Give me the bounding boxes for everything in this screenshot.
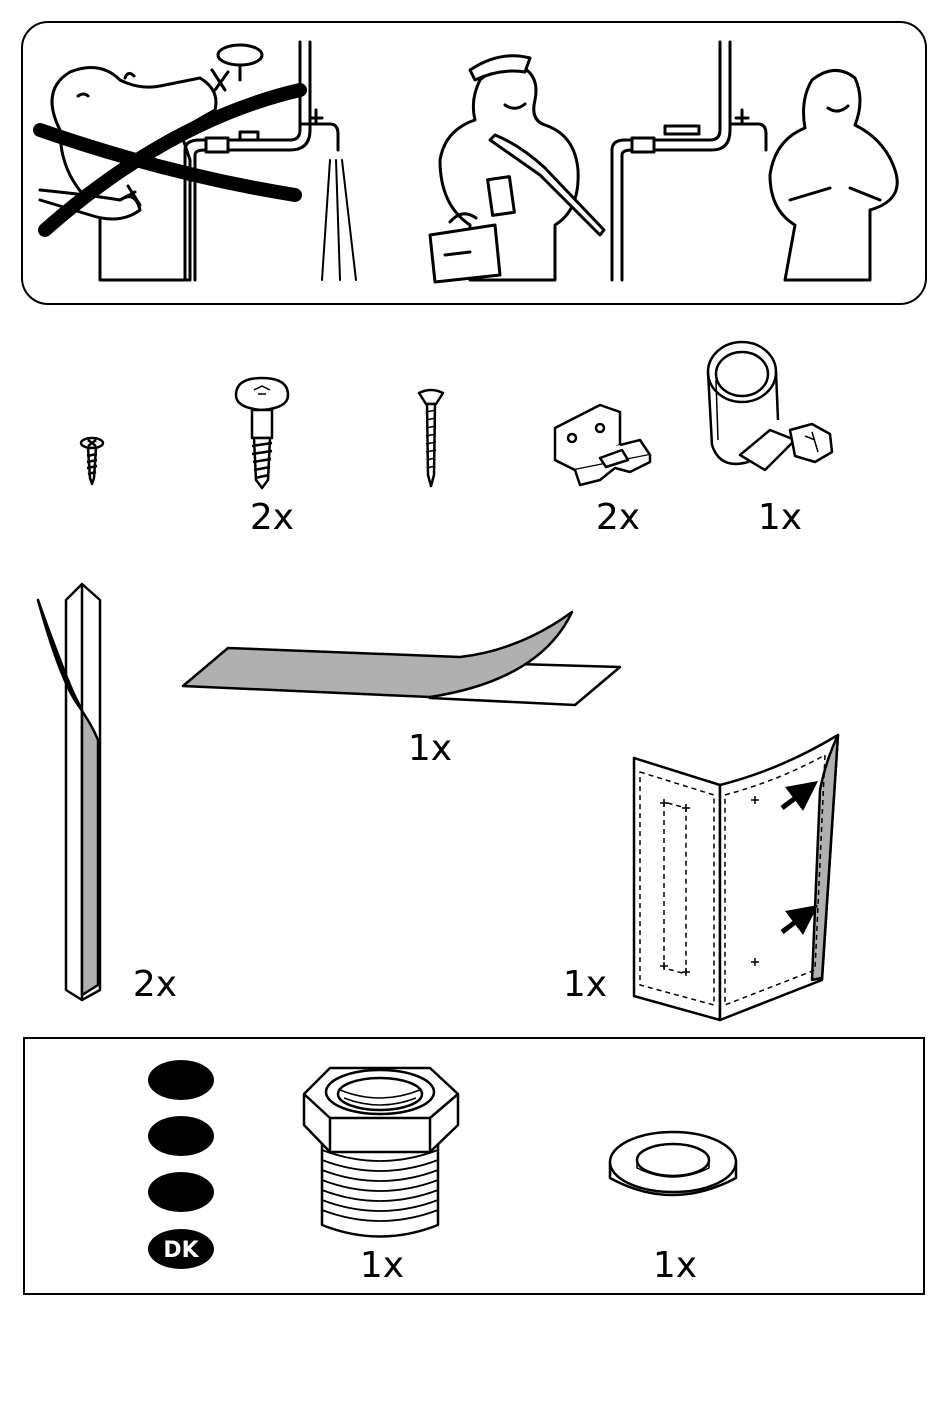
- hose-clamp-icon: [708, 342, 832, 470]
- mounting-bracket-icon: [555, 405, 650, 485]
- country-dot-1: [148, 1060, 214, 1100]
- mushroom-bolt-icon: [236, 378, 288, 488]
- adhesive-tape-icon: [183, 612, 620, 705]
- country-dot-3: [148, 1172, 214, 1212]
- parts-row: [81, 342, 832, 488]
- adhesive-tape-quantity: 1x: [408, 728, 452, 769]
- warning-panel: [22, 22, 926, 304]
- washer-quantity: 1x: [653, 1245, 697, 1286]
- washer-icon: [610, 1132, 736, 1195]
- corner-strip-icon: [38, 584, 100, 1000]
- country-panel: DK 1x: [24, 1038, 924, 1294]
- adapter-quantity: 1x: [360, 1245, 404, 1286]
- threaded-adapter-icon: [304, 1068, 458, 1237]
- country-code: DK: [163, 1238, 199, 1263]
- small-screw-icon: [81, 438, 103, 484]
- drilling-template-icon: [634, 735, 838, 1020]
- bracket-quantity: 2x: [596, 497, 640, 538]
- long-wood-screw-icon: [419, 390, 443, 486]
- corner-strip-quantity: 2x: [133, 964, 177, 1005]
- country-dot-2: [148, 1116, 214, 1156]
- template-quantity: 1x: [563, 964, 607, 1005]
- clamp-quantity: 1x: [758, 497, 802, 538]
- bolt-quantity: 2x: [250, 497, 294, 538]
